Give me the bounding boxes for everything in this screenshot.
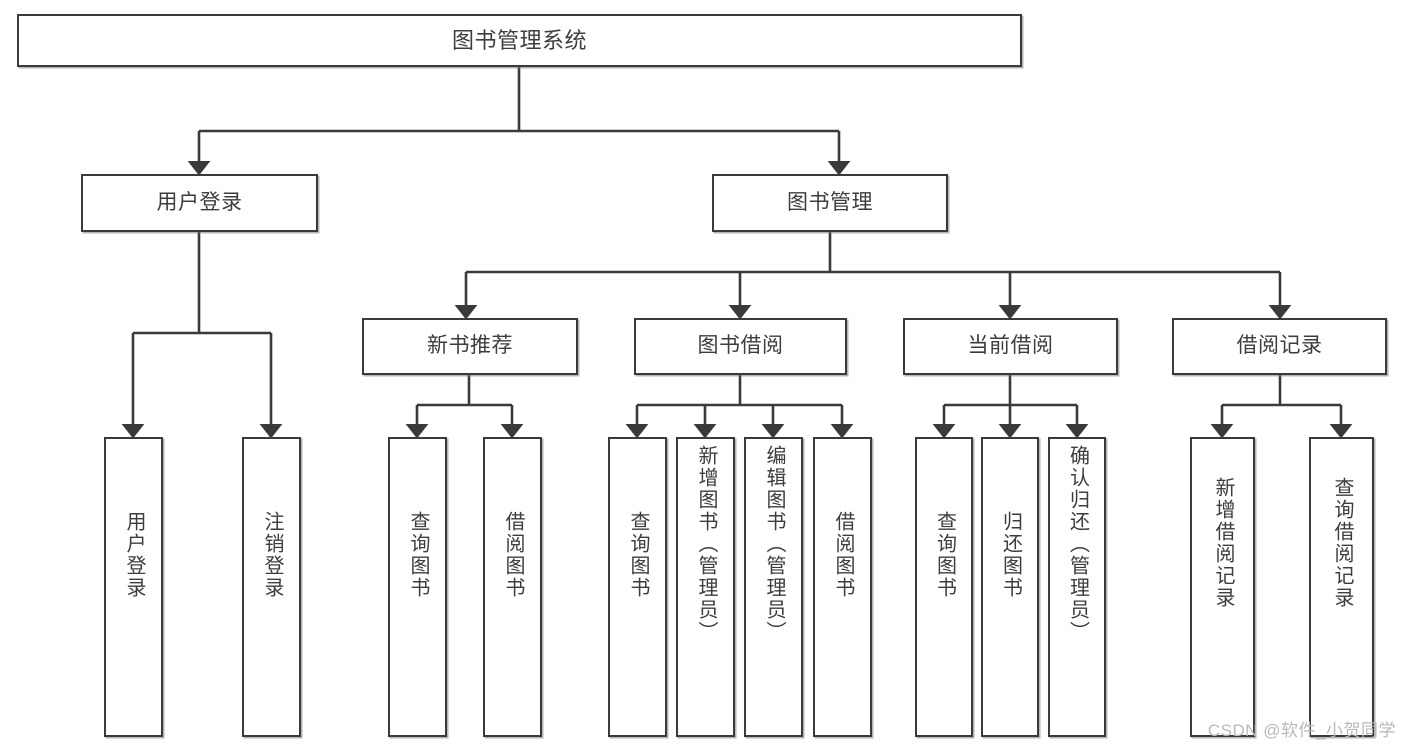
node-borrow-record[interactable]: 借阅记录 xyxy=(1172,318,1387,375)
leaf-add-borrow-record[interactable]: 新增借阅记录 xyxy=(1190,437,1255,737)
node-label: 查询图书 xyxy=(627,511,649,599)
node-label: 新增图书（管理员） xyxy=(695,445,717,643)
node-label: 注销登录 xyxy=(261,511,283,599)
node-label: 当前借阅 xyxy=(967,334,1054,358)
leaf-borrow-book-recommend[interactable]: 借阅图书 xyxy=(483,437,542,737)
node-label: 查询图书 xyxy=(407,511,429,599)
leaf-add-book-admin[interactable]: 新增图书（管理员） xyxy=(676,437,735,737)
node-label: 图书借阅 xyxy=(697,334,784,358)
node-label: 借阅记录 xyxy=(1236,334,1323,358)
node-label: 编辑图书（管理员） xyxy=(763,445,785,643)
node-user-login[interactable]: 用户登录 xyxy=(81,174,318,232)
leaf-query-book-current[interactable]: 查询图书 xyxy=(915,437,973,737)
node-current-borrow[interactable]: 当前借阅 xyxy=(903,318,1118,375)
leaf-confirm-return-admin[interactable]: 确认归还（管理员） xyxy=(1048,437,1106,737)
node-label: 查询图书 xyxy=(933,511,956,599)
node-label: 新书推荐 xyxy=(427,334,513,358)
node-label: 图书管理 xyxy=(787,190,873,214)
node-label: 查询借阅记录 xyxy=(1331,477,1353,609)
node-new-book-recommend[interactable]: 新书推荐 xyxy=(362,318,578,375)
leaf-return-book[interactable]: 归还图书 xyxy=(981,437,1039,737)
node-book-borrow[interactable]: 图书借阅 xyxy=(634,318,847,375)
node-label: 图书管理系统 xyxy=(451,27,587,53)
leaf-query-borrow-record[interactable]: 查询借阅记录 xyxy=(1309,437,1374,737)
leaf-borrow-book[interactable]: 借阅图书 xyxy=(813,437,872,737)
node-label: 借阅图书 xyxy=(502,511,524,599)
leaf-user-login[interactable]: 用户登录 xyxy=(104,437,163,737)
node-label: 借阅图书 xyxy=(832,511,854,599)
leaf-query-book-recommend[interactable]: 查询图书 xyxy=(388,437,447,737)
node-label: 归还图书 xyxy=(999,511,1022,599)
node-label: 新增借阅记录 xyxy=(1212,477,1234,609)
node-label: 用户登录 xyxy=(156,190,243,214)
node-root-system[interactable]: 图书管理系统 xyxy=(17,14,1022,67)
leaf-logout[interactable]: 注销登录 xyxy=(242,437,301,737)
node-label: 确认归还（管理员） xyxy=(1066,445,1089,643)
leaf-edit-book-admin[interactable]: 编辑图书（管理员） xyxy=(744,437,803,737)
node-book-management[interactable]: 图书管理 xyxy=(712,174,948,232)
node-label: 用户登录 xyxy=(123,511,145,599)
leaf-query-book-borrow[interactable]: 查询图书 xyxy=(608,437,667,737)
csdn-watermark: CSDN @软件_小贺同学 xyxy=(1207,721,1396,740)
